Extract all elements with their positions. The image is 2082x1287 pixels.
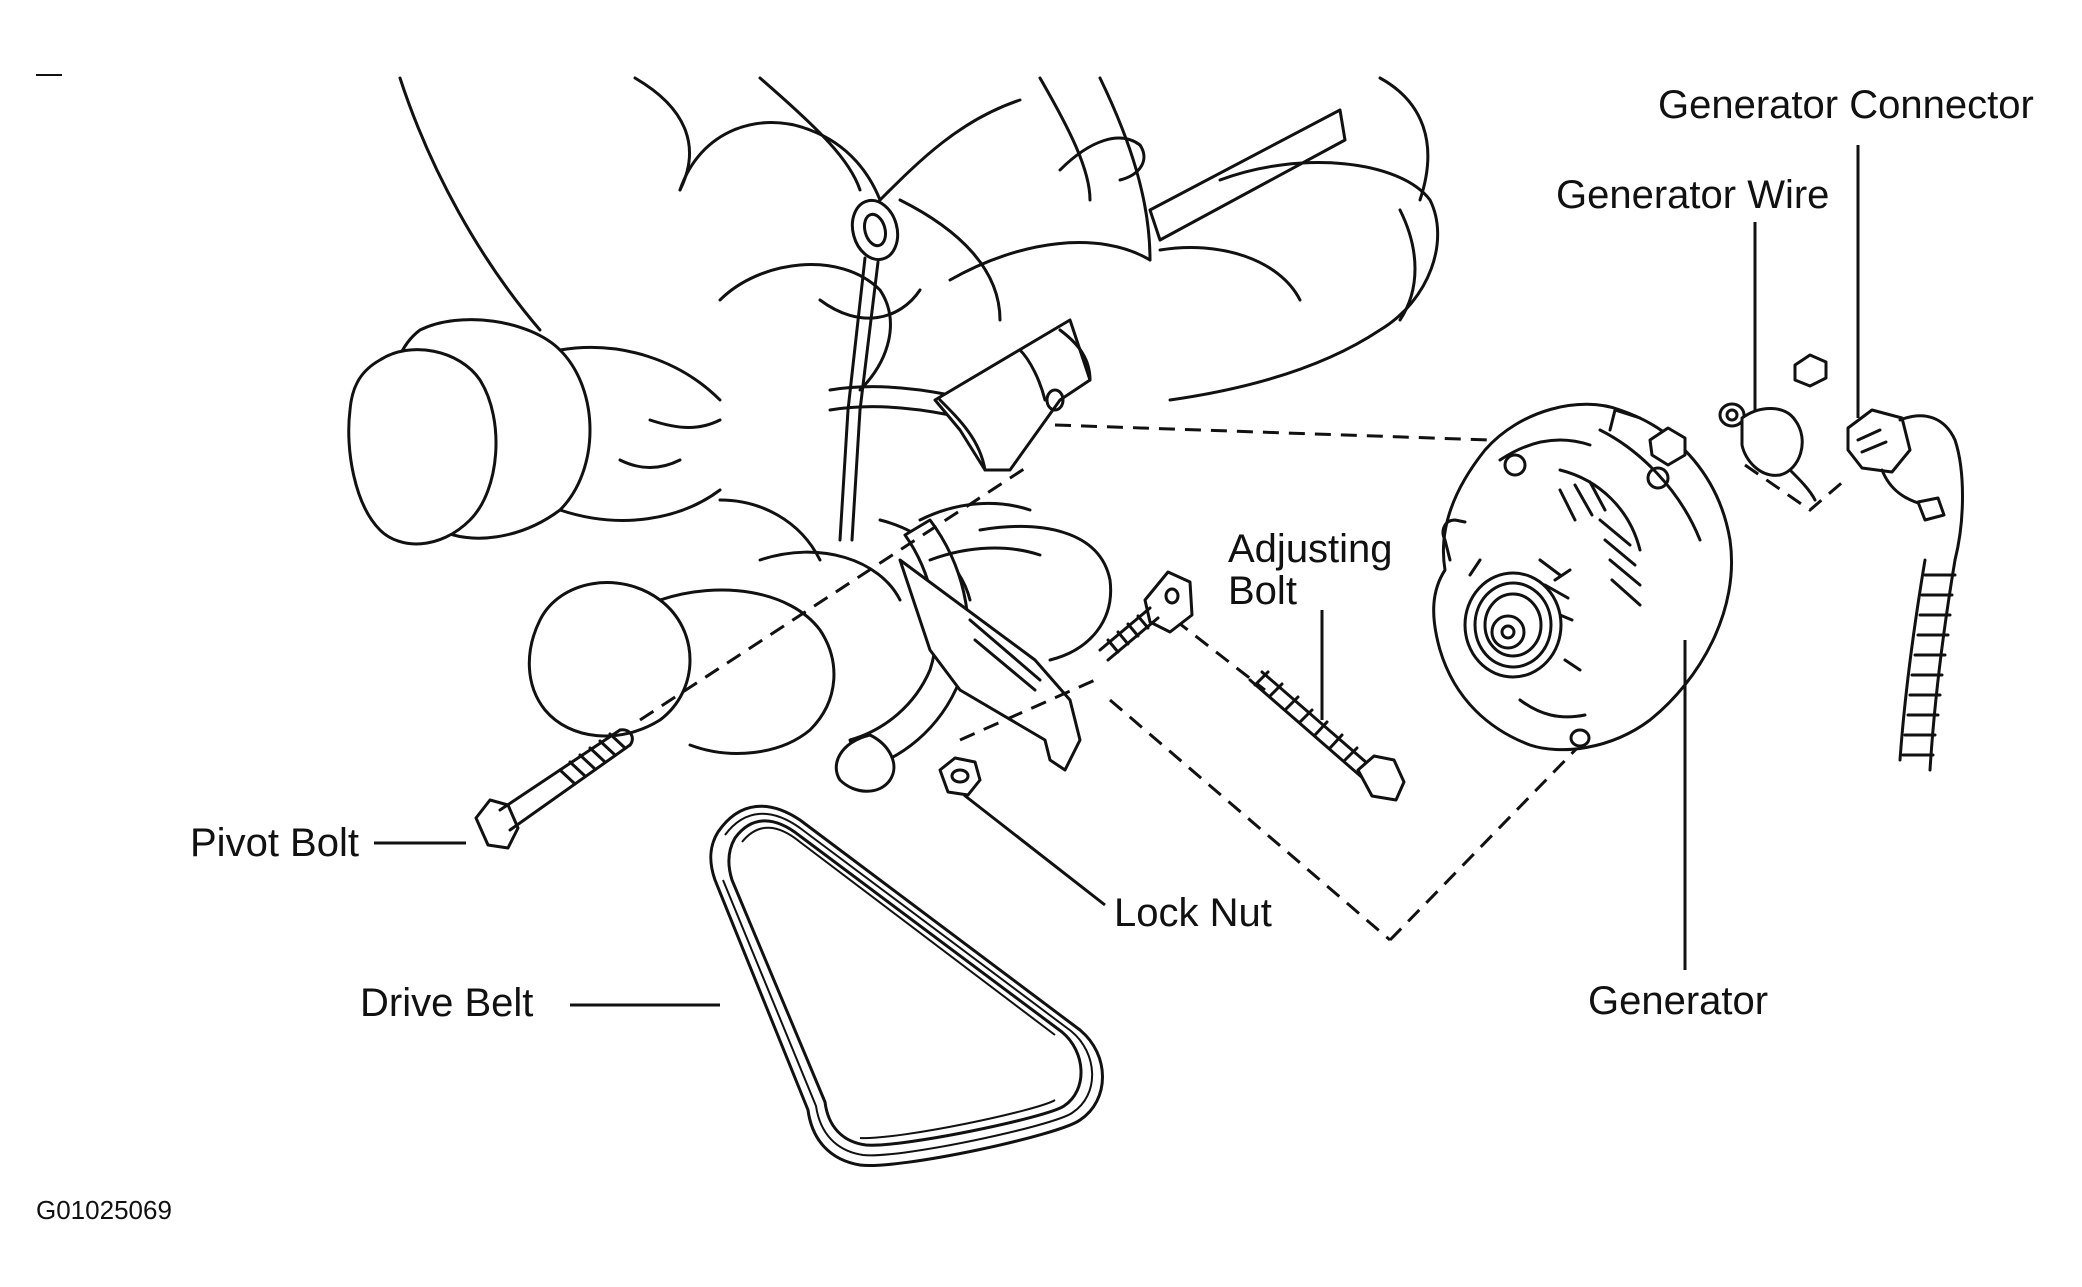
assembly-guide-lines <box>639 423 1846 942</box>
generator-connector-harness <box>1846 408 1964 772</box>
label-pivot-bolt: Pivot Bolt <box>190 821 359 865</box>
oil-dipstick <box>828 198 952 542</box>
alternator-bracket <box>898 318 1092 772</box>
adjusting-bolt <box>1248 670 1406 802</box>
label-adjusting-bolt-line1: Adjusting <box>1228 527 1393 571</box>
label-adjusting-bolt-line2: Bolt <box>1228 569 1297 613</box>
engine-block <box>398 76 1440 402</box>
lock-nut <box>938 756 982 797</box>
label-generator-connector: Generator Connector <box>1658 83 2034 127</box>
adjusting-block <box>1098 570 1194 662</box>
generator-body <box>1432 402 1733 752</box>
generator-wire-terminal <box>1718 353 1828 502</box>
leader-lines <box>374 145 1860 1007</box>
drive-belt <box>709 804 1104 1167</box>
intake-pipe <box>347 318 722 546</box>
label-generator-wire: Generator Wire <box>1556 173 1830 217</box>
label-drive-belt: Drive Belt <box>360 981 534 1025</box>
label-lock-nut: Lock Nut <box>1114 891 1272 935</box>
figure-id: G01025069 <box>36 1195 172 1225</box>
label-generator: Generator <box>1588 979 1769 1023</box>
pivot-bolt <box>474 728 634 850</box>
